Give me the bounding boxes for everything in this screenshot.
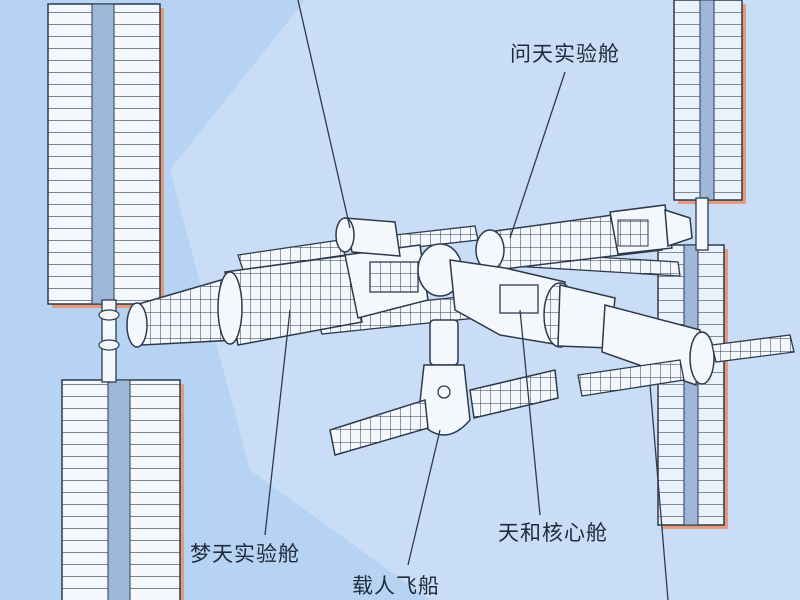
tianhe-module [449, 259, 715, 387]
solar-array-left [47, 3, 184, 600]
leader-lines [264, 0, 669, 600]
label-mengtian: 梦天实验舱 [190, 542, 300, 566]
label-wentian: 问天实验舱 [510, 42, 620, 66]
label-tianhe: 天和核心舱 [498, 521, 608, 545]
crew-ship [329, 319, 559, 456]
label-crew-ship: 载人飞船 [352, 574, 440, 598]
wentian-module [475, 204, 693, 271]
solar-array-right [657, 0, 746, 529]
right-small-wings [577, 334, 795, 397]
